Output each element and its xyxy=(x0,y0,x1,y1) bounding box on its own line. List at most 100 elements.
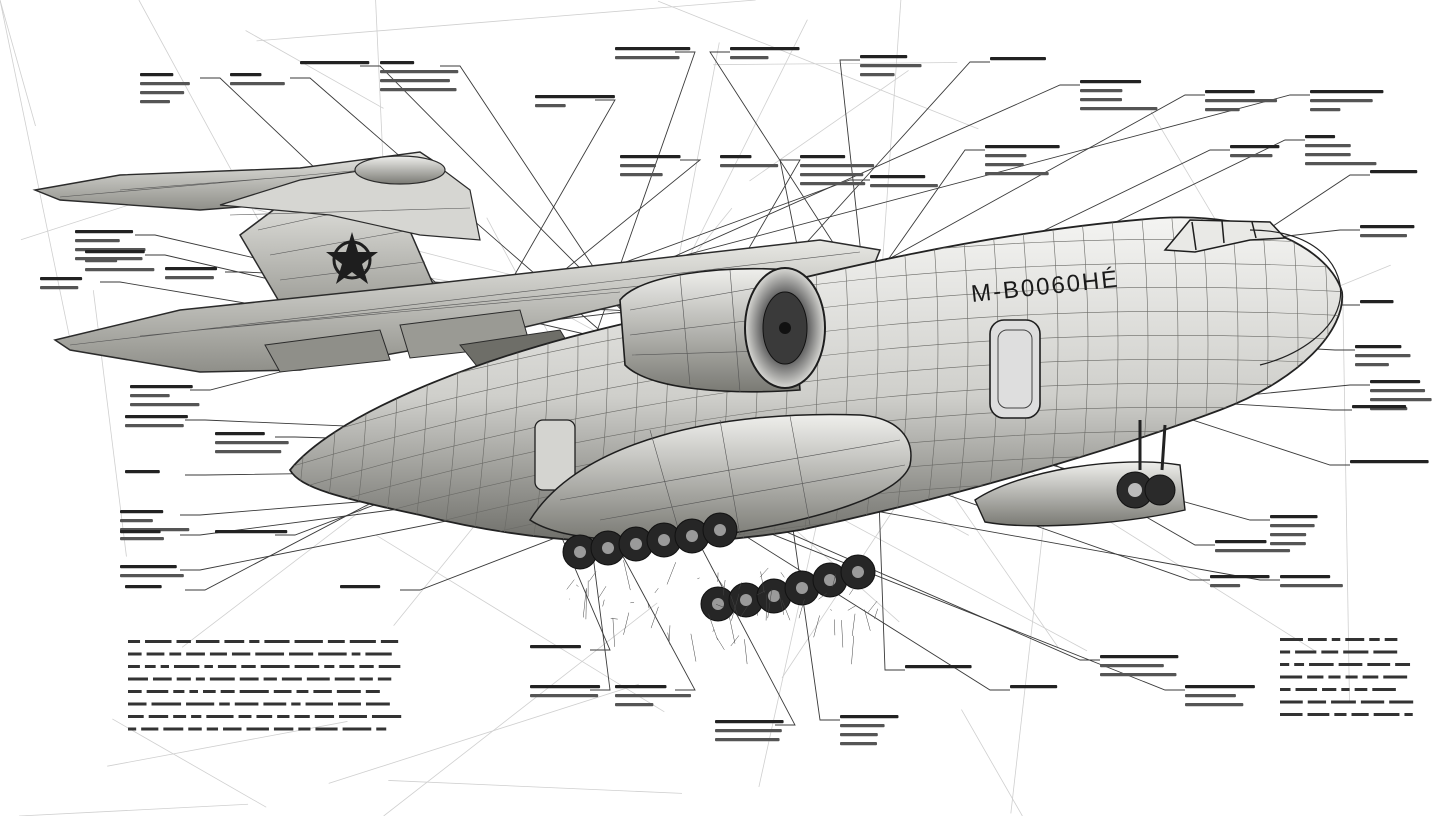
note-word xyxy=(381,640,398,643)
note-word xyxy=(1351,713,1368,716)
callout-text-line xyxy=(130,385,193,388)
note-word xyxy=(339,715,367,718)
hatch-stroke xyxy=(852,614,855,636)
note-word xyxy=(241,665,255,668)
construction-line xyxy=(182,492,385,647)
wheel-hub xyxy=(714,524,726,536)
wheel-hub xyxy=(574,546,586,558)
note-word xyxy=(264,678,277,681)
note-word xyxy=(204,665,213,668)
note-word xyxy=(191,715,201,718)
note-word xyxy=(128,690,142,693)
note-word xyxy=(277,715,289,718)
hatch-stroke xyxy=(841,620,842,647)
callout-text-line xyxy=(1360,300,1394,303)
note-word xyxy=(274,690,292,693)
note-word xyxy=(207,728,218,731)
callout-text-line xyxy=(85,268,154,271)
hatch-stroke xyxy=(851,636,853,664)
callout-text-line xyxy=(1280,575,1330,578)
callout-text-line xyxy=(1355,345,1401,348)
callout-text-line xyxy=(1355,354,1411,357)
note-word xyxy=(1280,688,1291,691)
callout-text-line xyxy=(1360,234,1407,237)
callout-text-line xyxy=(1310,108,1340,111)
hatch-stroke xyxy=(848,605,856,610)
wheel-hub xyxy=(658,534,670,546)
callout-text-line xyxy=(530,685,600,688)
construction-line xyxy=(257,0,756,41)
note-word xyxy=(339,665,354,668)
note-word xyxy=(1345,638,1364,641)
callout-text-line xyxy=(40,286,78,289)
callout-text-line xyxy=(1205,90,1255,93)
construction-line xyxy=(658,1,978,129)
hatch-stroke xyxy=(655,588,659,593)
hatch-stroke xyxy=(589,572,596,582)
note-word xyxy=(128,703,147,706)
hatch-stroke xyxy=(831,609,832,611)
note-word xyxy=(247,728,269,731)
callout-text-line xyxy=(1215,540,1267,543)
construction-line xyxy=(246,31,384,109)
callout-text-line xyxy=(1270,542,1306,545)
note-word xyxy=(379,665,401,668)
hatch-stroke xyxy=(603,600,605,607)
callout-text-line xyxy=(215,441,289,444)
hatch-stroke xyxy=(669,625,670,640)
construction-line xyxy=(961,710,1022,816)
note-word xyxy=(255,653,284,656)
note-word xyxy=(1404,713,1412,716)
callout-text-line xyxy=(130,403,199,406)
callout-text-line xyxy=(230,73,261,76)
callout-text-line xyxy=(380,79,450,82)
callout-text-line xyxy=(1350,460,1429,463)
note-word xyxy=(366,703,390,706)
callout-text-line xyxy=(800,164,874,167)
note-word xyxy=(249,640,259,643)
callout-text-line xyxy=(1080,107,1157,110)
callout-text-line xyxy=(1230,145,1279,148)
callout-text-line xyxy=(800,173,863,176)
note-word xyxy=(206,715,233,718)
hatch-stroke xyxy=(781,572,785,577)
callout-text-line xyxy=(125,470,160,473)
note-word xyxy=(210,678,235,681)
note-word xyxy=(343,728,372,731)
note-word xyxy=(173,715,186,718)
callout-text-line xyxy=(1305,135,1335,138)
note-word xyxy=(1280,713,1303,716)
callout-text-line xyxy=(1210,575,1270,578)
note-word xyxy=(219,703,230,706)
callout-text-line xyxy=(1270,533,1306,536)
construction-line xyxy=(1011,522,1044,814)
callout-text-line xyxy=(120,530,161,533)
callout-text-line xyxy=(715,729,782,732)
callout-text-line xyxy=(1080,98,1122,101)
callout-text-line xyxy=(1310,90,1383,93)
note-word xyxy=(128,728,136,731)
callout-text-line xyxy=(535,104,566,107)
construction-line xyxy=(19,804,248,816)
note-word xyxy=(1294,663,1304,666)
construction-line xyxy=(0,0,36,126)
note-word xyxy=(335,678,355,681)
callout-text-line xyxy=(1370,380,1420,383)
note-word xyxy=(337,690,361,693)
callout-text-line xyxy=(1100,664,1164,667)
callout-text-line xyxy=(380,70,458,73)
callout-text-line xyxy=(1210,584,1240,587)
hatch-stroke xyxy=(613,618,615,647)
note-word xyxy=(1328,676,1340,679)
callout-text-line xyxy=(800,155,845,158)
wheel-hub xyxy=(602,542,614,554)
construction-line xyxy=(112,719,266,807)
hatch-stroke xyxy=(630,602,634,603)
note-word xyxy=(324,665,334,668)
note-word xyxy=(350,640,376,643)
note-word xyxy=(295,640,323,643)
hatch-stroke xyxy=(624,613,629,635)
callout-text-line xyxy=(620,155,681,158)
callout-text-line xyxy=(840,733,878,736)
